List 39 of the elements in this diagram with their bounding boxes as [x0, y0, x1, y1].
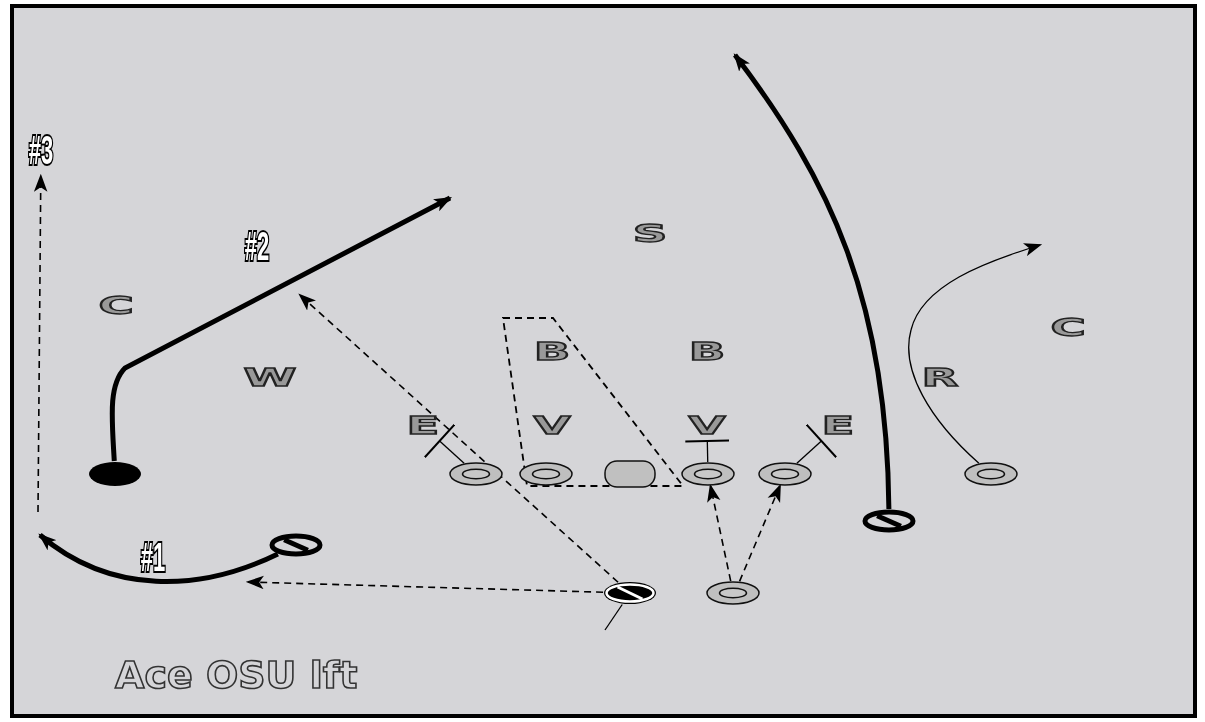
line [604, 603, 623, 631]
route-number: #1 [140, 537, 166, 577]
defender-letter: E [821, 414, 855, 438]
block-line [796, 423, 838, 464]
defender-letter: W [243, 366, 297, 390]
player-ring-symbol [706, 581, 760, 605]
defender-letter: V [688, 414, 726, 438]
play-title: Ace OSU lft [115, 655, 358, 695]
route-arrow [109, 195, 452, 462]
player-ring-symbol [758, 462, 812, 486]
hatched-player-symbol [603, 581, 657, 605]
block-line [684, 439, 731, 463]
defender-letter: E [406, 414, 440, 438]
slashed-player-symbol [862, 509, 916, 533]
player-ring-symbol [449, 462, 503, 486]
defender-letter: B [688, 340, 726, 364]
route-arrow [733, 53, 892, 510]
slashed-player-symbol [269, 533, 323, 557]
player-ring-symbol [681, 462, 735, 486]
dashed-arrow [298, 293, 619, 584]
defender-letter: R [921, 366, 959, 390]
player-ring-symbol [964, 462, 1018, 486]
dashed-arrow [707, 483, 732, 582]
dashed-arrow [245, 575, 604, 593]
player-ring-symbol [519, 462, 573, 486]
route-number: #3 [28, 130, 54, 170]
defender-letter: C [98, 294, 134, 318]
defender-letter: S [632, 222, 668, 246]
defender-letter: C [1050, 316, 1086, 340]
defender-letter: B [533, 340, 571, 364]
route-arrow [908, 243, 1043, 464]
center-symbol [604, 460, 656, 488]
route-arrow [38, 533, 279, 584]
block-line [423, 423, 465, 464]
dashed-arrow [33, 173, 48, 513]
player-filled-ellipse [88, 461, 142, 487]
route-number: #2 [244, 226, 270, 266]
dashed-arrow [738, 483, 781, 583]
defender-letter: V [533, 414, 571, 438]
